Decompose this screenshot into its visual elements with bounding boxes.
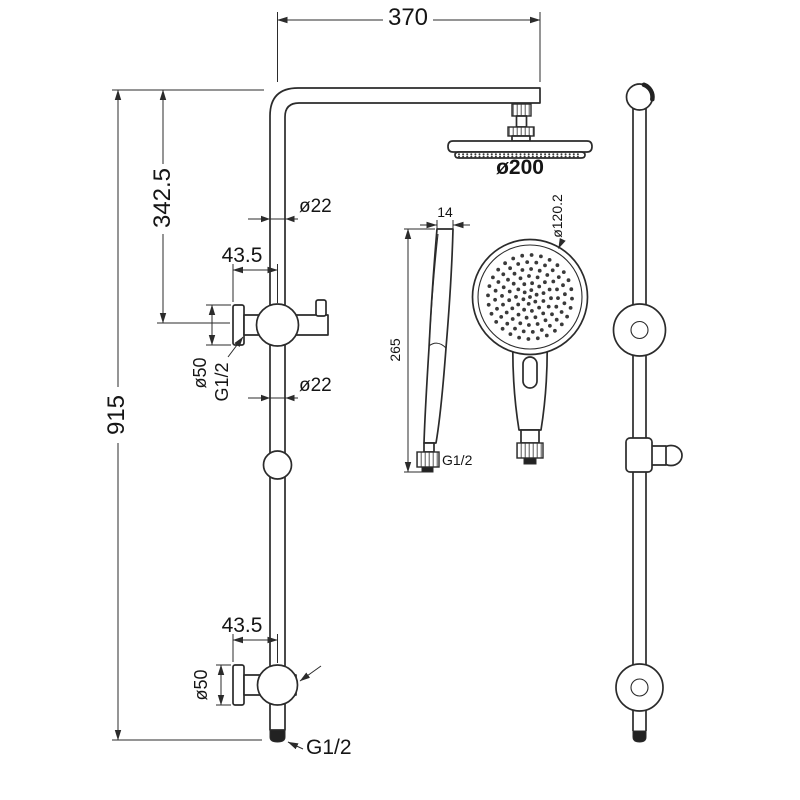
- handshower-face-inner: [477, 244, 583, 350]
- dimension-annotations: 370 915 342.5 43.5 ø22: [103, 4, 566, 759]
- rail-bottom-cap: [632, 730, 647, 743]
- dim-pipe-diameter-upper: ø22: [248, 196, 332, 223]
- lower-bracket-ring: [256, 664, 299, 706]
- handshower-joint-line: [428, 342, 447, 349]
- handshower-front-nut: [516, 442, 544, 459]
- lower-wall-bracket: [232, 664, 299, 706]
- dim-handshower-length: 265: [387, 228, 435, 473]
- connector-lock-nut: [507, 126, 535, 137]
- upper-bracket-ring: [255, 303, 300, 347]
- handshower-side-stem: [423, 442, 435, 453]
- label-handshower-thread: G1/2: [442, 452, 473, 468]
- slider-body: [625, 437, 653, 473]
- rail-top-cap-shading: [641, 82, 655, 102]
- dim-handshower-length-label: 265: [387, 338, 403, 362]
- handshower-front-tip: [523, 457, 537, 465]
- overhead-shower-head: [447, 140, 593, 159]
- pointer-lower-bracket: [299, 665, 322, 682]
- handshower-front-stem: [520, 429, 540, 444]
- upper-wall-flange: [232, 304, 245, 346]
- dim-total-height-label: 915: [103, 395, 130, 435]
- dim-top-arm-width: 370: [277, 4, 541, 82]
- dim-lower-bracket-offset: 43.5: [222, 614, 278, 663]
- dim-lower-flange-diameter-label: ø50: [191, 669, 211, 700]
- connector-swivel-nut: [511, 103, 532, 117]
- dim-handshower-top-width: 14: [420, 204, 470, 229]
- dim-upper-bracket-offset-label: 43.5: [222, 244, 263, 267]
- connector-stem: [515, 115, 528, 128]
- rail-upper-holder: [612, 303, 667, 357]
- diverter-ring: [262, 450, 293, 480]
- label-upper-bracket-thread: G1/2: [212, 336, 244, 402]
- dim-upper-flange-diameter-label: ø50: [190, 357, 210, 388]
- handshower-mode-button: [522, 356, 538, 389]
- slide-rail-view: [612, 82, 683, 743]
- dim-pipe-diameter-mid: ø22: [248, 375, 332, 402]
- shower-head-plate: [447, 140, 593, 153]
- handshower-side-tip: [421, 466, 434, 473]
- shower-column-view: [232, 87, 593, 743]
- upper-bracket-pin: [315, 299, 327, 317]
- dim-top-arm-width-label: 370: [388, 4, 428, 31]
- handshower-nozzles: [486, 253, 574, 341]
- dim-pipe-diameter-mid-label: ø22: [299, 375, 332, 396]
- rail-upper-holder-hub: [630, 320, 649, 340]
- shower-head-nozzles: [458, 153, 579, 158]
- overhead-shower-connector: [507, 103, 535, 142]
- dim-upper-flange-diameter: ø50: [190, 304, 231, 389]
- shower-column-pipe: [269, 87, 541, 731]
- handshower-side-view: [416, 228, 454, 473]
- dim-handshower-top-width-label: 14: [437, 204, 453, 220]
- pipe-bottom-cap: [269, 729, 286, 743]
- label-overhead-shower-diameter: ø200: [496, 156, 544, 179]
- rail-lower-holder: [615, 663, 664, 712]
- dim-total-height: 915: [103, 89, 264, 741]
- label-upper-bracket-thread-text: G1/2: [212, 362, 232, 401]
- dim-upper-section-height: 342.5: [149, 89, 230, 324]
- dim-pipe-diameter-upper-label: ø22: [299, 196, 332, 217]
- label-overhead-shower-diameter-text: ø200: [496, 156, 544, 179]
- dim-handshower-face-diameter-label: ø120.2: [549, 194, 565, 238]
- label-inlet-thread: G1/2: [287, 736, 352, 759]
- upper-wall-bracket: [232, 299, 329, 347]
- handshower-side-nut: [416, 451, 440, 468]
- handshower-face-edge-line: [428, 233, 439, 347]
- handshower-front-view: [471, 238, 589, 465]
- label-inlet-thread-text: G1/2: [306, 736, 352, 759]
- dim-upper-bracket-offset: 43.5: [222, 244, 278, 303]
- handshower-side-outline: [423, 228, 454, 444]
- label-handshower-thread-text: G1/2: [442, 452, 473, 468]
- lower-wall-flange: [232, 664, 245, 706]
- rail-lower-holder-hub: [630, 678, 649, 697]
- dim-lower-bracket-offset-label: 43.5: [222, 614, 263, 637]
- dim-lower-flange-diameter: ø50: [191, 664, 231, 706]
- dim-handshower-face-diameter: ø120.2: [549, 194, 566, 249]
- dim-upper-section-height-label: 342.5: [149, 168, 176, 228]
